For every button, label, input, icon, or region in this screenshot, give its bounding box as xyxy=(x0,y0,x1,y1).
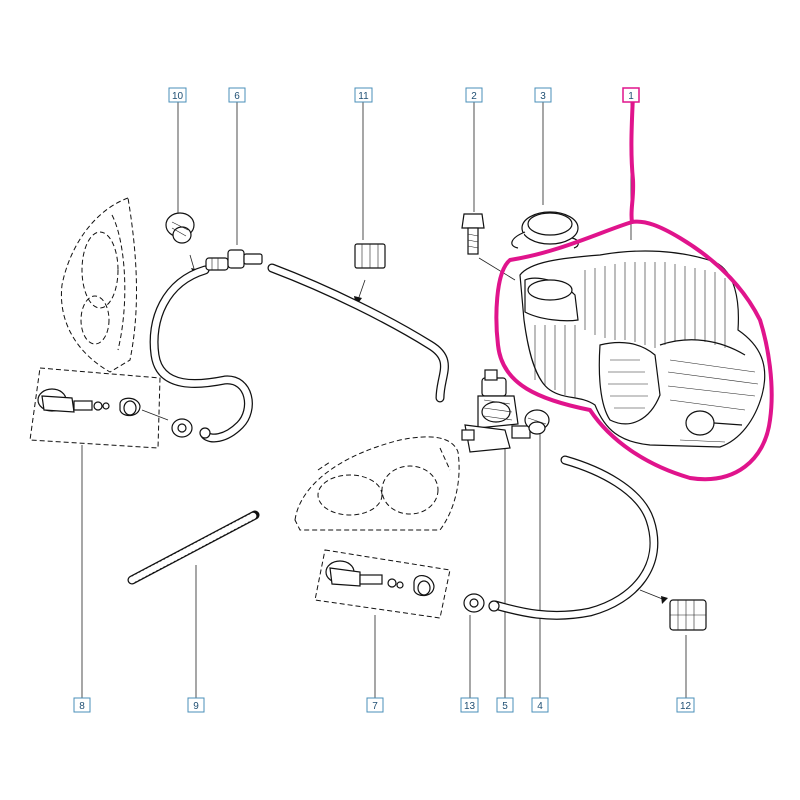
part-11-hose-clip xyxy=(354,243,386,269)
callout-4-group: 4 xyxy=(531,697,549,713)
callout-8-group: 8 xyxy=(73,697,91,713)
part-13-nut xyxy=(463,593,500,613)
callout-5: 5 xyxy=(502,701,508,712)
callout-10-group: 10 xyxy=(168,87,187,103)
callout-12-group: 12 xyxy=(676,697,695,713)
part-10-grommet xyxy=(165,212,195,244)
part-1-washer-reservoir xyxy=(519,250,766,448)
callout-1: 1 xyxy=(628,91,634,102)
part-4-pump-grommet xyxy=(524,409,550,435)
callout-11: 11 xyxy=(358,91,369,102)
part-6-elbow-connector xyxy=(205,249,263,271)
callout-4: 4 xyxy=(537,701,543,712)
jet-assembly-right xyxy=(314,549,451,619)
callout-13: 13 xyxy=(464,701,476,712)
callout-13-group: 13 xyxy=(460,697,479,713)
callout-9: 9 xyxy=(193,701,199,712)
callout-6: 6 xyxy=(234,91,240,102)
part-12-hose-clip xyxy=(669,599,707,631)
callout-7: 7 xyxy=(372,701,378,712)
part-1-highlight-marker xyxy=(494,93,774,482)
callout-8: 8 xyxy=(79,701,85,712)
part-9-hose-section xyxy=(127,510,260,585)
hoses xyxy=(149,263,659,620)
jet-assembly-left xyxy=(29,367,169,449)
callout-1-group: 1 xyxy=(622,87,640,103)
part-2-bolt xyxy=(461,213,485,255)
callout-2-group: 2 xyxy=(465,87,483,103)
callout-11-group: 11 xyxy=(354,87,373,103)
callout-9-group: 9 xyxy=(187,697,205,713)
callout-7-group: 7 xyxy=(366,697,384,713)
right-headlight-outline xyxy=(294,436,460,531)
callout-2: 2 xyxy=(471,91,477,102)
hose-end-nut-left xyxy=(171,418,211,439)
callout-10: 10 xyxy=(172,91,184,102)
part-3-filler-cap xyxy=(511,211,579,249)
callout-3: 3 xyxy=(540,91,546,102)
left-headlight-outline xyxy=(60,197,137,373)
part-5-washer-pump xyxy=(461,369,531,453)
callout-3-group: 3 xyxy=(534,87,552,103)
callout-6-group: 6 xyxy=(228,87,246,103)
callout-5-group: 5 xyxy=(496,697,514,713)
callout-12: 12 xyxy=(680,701,692,712)
